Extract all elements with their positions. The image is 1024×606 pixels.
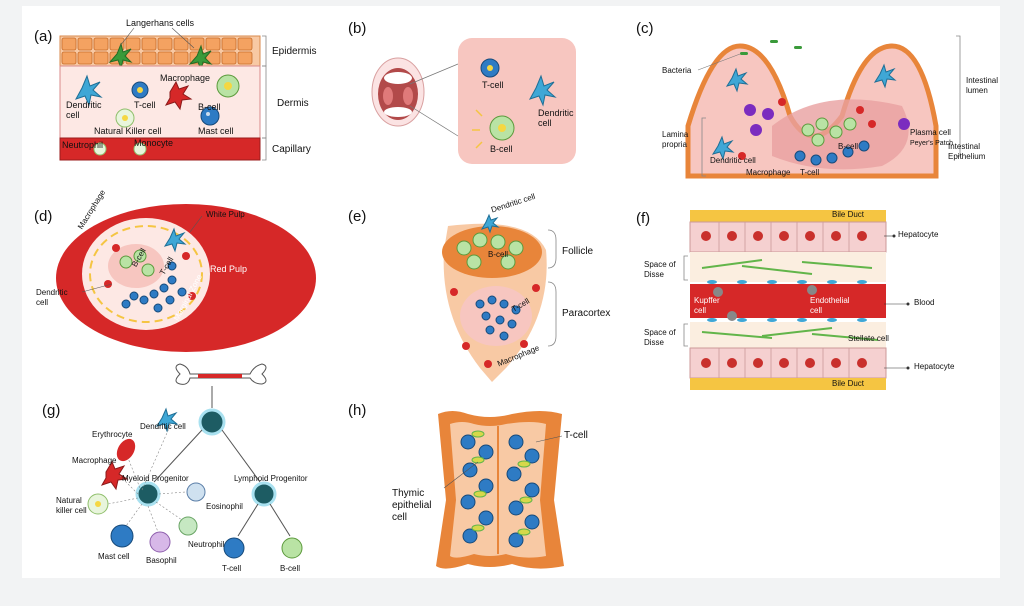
label-g-neutrophil: Neutrophil — [188, 540, 225, 549]
panel-a-label: (a) — [34, 28, 53, 45]
label-basophil: Basophil — [146, 556, 177, 565]
label-g-tcell: T-cell — [222, 564, 242, 573]
panel-d-label: (d) — [34, 208, 53, 225]
label-monocyte: Monocyte — [134, 138, 174, 148]
label-bcell: B-cell — [198, 102, 221, 112]
layer-epidermis: Epidermis — [272, 46, 317, 57]
label-nk: Natural Killer cell — [94, 126, 162, 136]
label-c-macrophage: Macrophage — [746, 168, 791, 177]
label-red-pulp: Red Pulp — [210, 264, 248, 274]
label-c-dendritic: Dendritic cell — [710, 156, 756, 165]
label-lymphoid: Lymphoid Progenitor — [234, 474, 308, 483]
label-bacteria: Bacteria — [662, 66, 692, 75]
label-bile-duct-bottom: Bile Duct — [832, 379, 865, 388]
layer-dermis: Dermis — [277, 98, 309, 109]
label-blood: Blood — [914, 298, 935, 307]
label-paracortex: Paracortex — [562, 308, 611, 319]
immune-cells-figure: (a) — [22, 6, 1000, 578]
panel-e-label: (e) — [348, 208, 367, 225]
panel-a-skin: (a) — [22, 6, 322, 176]
label-bile-duct-top: Bile Duct — [832, 210, 865, 219]
label-d-dendritic: Dendritic cell — [36, 288, 68, 307]
label-g-dendritic: Dendritic cell — [140, 422, 186, 431]
panel-f-liver: (f) Bile Duct Hepatocyte Space — [622, 196, 1000, 396]
label-space-disse-top: Space of Disse — [644, 260, 676, 279]
label-e-bcell: B-cell — [488, 250, 509, 259]
spleen-diagram — [56, 204, 316, 352]
intestine-diagram — [685, 35, 961, 179]
label-g-mast: Mast cell — [98, 552, 130, 561]
label-stellate: Stellate cell — [848, 334, 889, 343]
panel-d-spleen: (d) Macrophage White Pulp Red Pulp Dendr… — [22, 188, 322, 356]
label-white-pulp: White Pulp — [206, 210, 245, 219]
label-c-tcell: T-cell — [800, 168, 820, 177]
label-lamina-propria: Lamina propria — [662, 130, 689, 149]
panel-c-intestine: (c) Bacteria Intestinal lumen Lamina pro… — [622, 6, 1000, 186]
label-endothelial: Endothelial cell — [810, 296, 850, 315]
label-intestinal-epithelium: Intestinal Epithelium — [948, 142, 986, 161]
label-plasma-cell: Plasma cell — [910, 128, 951, 137]
label-erythrocyte: Erythrocyte — [92, 430, 133, 439]
label-g-nk: Natural killer cell — [56, 496, 87, 515]
thymus-diagram — [436, 411, 564, 569]
tonsil-dendritic: Dendritic cell — [538, 108, 574, 128]
hematopoiesis-diagram — [87, 363, 303, 559]
lymph-node-diagram — [442, 213, 557, 382]
label-langerhans: Langerhans cells — [126, 18, 195, 28]
label-eosinophil: Eosinophil — [206, 502, 243, 511]
label-c-bcell: B-cell — [838, 142, 859, 151]
panel-h-label: (h) — [348, 402, 367, 419]
panel-g-hematopoiesis: (g) Dendritic cell Erythrocyte — [22, 363, 332, 578]
layer-capillary: Capillary — [272, 144, 311, 155]
label-thymic-epithelial: Thymic epithelial cell — [392, 488, 432, 523]
label-macrophage: Macrophage — [160, 73, 211, 83]
tonsil-tcell: T-cell — [482, 80, 504, 90]
label-kupffer: Kupffer cell — [694, 296, 720, 315]
label-intestinal-lumen: Intestinal lumen — [966, 76, 999, 95]
panel-g-label: (g) — [42, 402, 61, 419]
skin-diagram — [59, 27, 267, 161]
label-neutrophil: Neutrophil — [62, 140, 104, 150]
label-g-bcell: B-cell — [280, 564, 301, 573]
label-tcell: T-cell — [134, 100, 156, 110]
panel-e-lymph-node: (e) Dendritic cell Follicle B-cell Parac… — [340, 192, 620, 386]
label-dendritic: Dendritic cell — [66, 100, 102, 120]
label-hepatocyte-bottom: Hepatocyte — [914, 362, 955, 371]
panel-f-label: (f) — [636, 210, 651, 227]
panel-b-label: (b) — [348, 20, 367, 37]
label-space-disse-bottom: Space of Disse — [644, 328, 676, 347]
label-follicle: Follicle — [562, 246, 594, 257]
label-h-tcell: T-cell — [564, 430, 588, 441]
tonsil-diagram — [371, 38, 576, 164]
panel-c-label: (c) — [636, 20, 654, 37]
label-peyers-patch: Peyer's Patch — [910, 140, 953, 147]
tonsil-bcell: B-cell — [490, 144, 513, 154]
label-myeloid: Myeloid Progenitor — [122, 474, 189, 483]
panel-b-tonsil: (b) T-cell Dendritic cell B-cell — [340, 6, 600, 176]
label-mast: Mast cell — [198, 126, 234, 136]
label-hepatocyte-top: Hepatocyte — [898, 230, 939, 239]
liver-diagram — [683, 210, 910, 390]
panel-h-thymus: (h) T-cell Thymic epithelial cell — [340, 390, 640, 578]
label-g-macrophage: Macrophage — [72, 456, 117, 465]
